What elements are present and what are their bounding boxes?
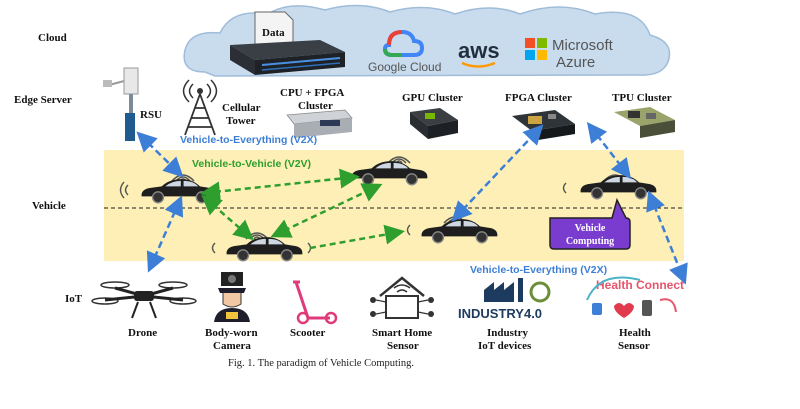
v2x-arrow-car-health [646, 190, 688, 285]
iot-label-smart-home-sensor-line1: Smart Home [372, 327, 432, 339]
cellular-tower-label-line1: Cellular [222, 102, 261, 114]
fpga-cluster-icon: FPGA Cluster [505, 92, 575, 141]
azure-label: Azure [556, 54, 595, 71]
body-worn-camera-icon [214, 272, 250, 322]
iot-label-body-worn-camera-line1: Body-worn [205, 327, 258, 339]
v2v-arrow-3 [270, 183, 383, 238]
scooter-icon [293, 280, 338, 325]
v2x-arrows [136, 122, 688, 285]
drone-icon [91, 281, 197, 319]
data-label: Data [262, 27, 285, 39]
health-sensor-icon: Health Connect [586, 276, 684, 318]
rsu-label: RSU [140, 109, 162, 121]
iot-label-scooter: Scooter [290, 327, 326, 339]
figure-caption: Fig. 1. The paradigm of Vehicle Computin… [228, 358, 414, 369]
industry-4-0-logo-text: INDUSTRY4.0 [458, 306, 542, 321]
gpu-cluster-icon: GPU Cluster [402, 92, 463, 139]
server-rack-icon [230, 40, 345, 75]
cpu-fpga-cluster-label-line1: CPU + FPGA [280, 87, 344, 99]
wifi-signal-icons [119, 181, 567, 254]
microsoft-azure-logo: Microsoft Azure [525, 37, 614, 71]
smart-home-sensor-icon [370, 276, 434, 319]
vehicle-computing-label-line1: Vehicle [575, 223, 606, 234]
v2x-arrow-car-fpga [451, 124, 544, 222]
v2x-arrow-drone-car [146, 195, 184, 273]
tpu-cluster-label: TPU Cluster [612, 92, 672, 104]
layer-label-edge-server: Edge Server [14, 94, 72, 106]
tpu-cluster-icon: TPU Cluster [612, 92, 675, 138]
microsoft-label: Microsoft [552, 37, 614, 54]
iot-label-drone: Drone [128, 327, 157, 339]
iot-label-health-line1: Health [619, 327, 651, 339]
layer-label-iot: IoT [65, 293, 83, 305]
iot-label-health-line2: Sensor [618, 340, 650, 352]
v2x-bottom-label: Vehicle-to-Everything (V2X) [470, 264, 607, 276]
v2v-arrow-4 [309, 224, 405, 250]
vehicle-computing-callout: Vehicle Computing [549, 197, 631, 250]
data-document-icon: Data [254, 11, 294, 48]
cellular-tower-icon: Cellular Tower [182, 79, 261, 136]
industry-iot-icon: INDUSTRY4.0 [458, 278, 551, 321]
v2x-arrow-rsu-car [136, 131, 184, 178]
cellular-tower-label-line2: Tower [226, 115, 256, 127]
aws-label: aws [458, 38, 500, 63]
v2x-top-label: Vehicle-to-Everything (V2X) [180, 134, 317, 146]
layer-label-cloud: Cloud [38, 32, 67, 44]
v2v-arrows [200, 168, 405, 250]
layer-label-vehicle: Vehicle [32, 200, 66, 212]
google-cloud-logo: Google Cloud [368, 29, 441, 74]
gpu-cluster-label: GPU Cluster [402, 92, 463, 104]
v2v-label: Vehicle-to-Vehicle (V2V) [192, 158, 311, 170]
iot-label-body-worn-camera-line2: Camera [213, 340, 251, 352]
iot-label-smart-home-sensor-line2: Sensor [387, 340, 419, 352]
cpu-fpga-cluster-icon: CPU + FPGA Cluster [280, 87, 353, 138]
google-cloud-label: Google Cloud [368, 60, 441, 74]
iot-label-industry-line1: Industry [487, 327, 528, 339]
rsu-icon: RSU [103, 67, 162, 141]
vehicle-computing-label-line2: Computing [566, 236, 614, 247]
health-connect-logo-text: Health Connect [596, 278, 684, 292]
cpu-fpga-cluster-label-line2: Cluster [298, 100, 333, 112]
fpga-cluster-label: FPGA Cluster [505, 92, 572, 104]
aws-logo: aws [458, 38, 500, 68]
iot-label-industry-line2: IoT devices [478, 340, 532, 352]
